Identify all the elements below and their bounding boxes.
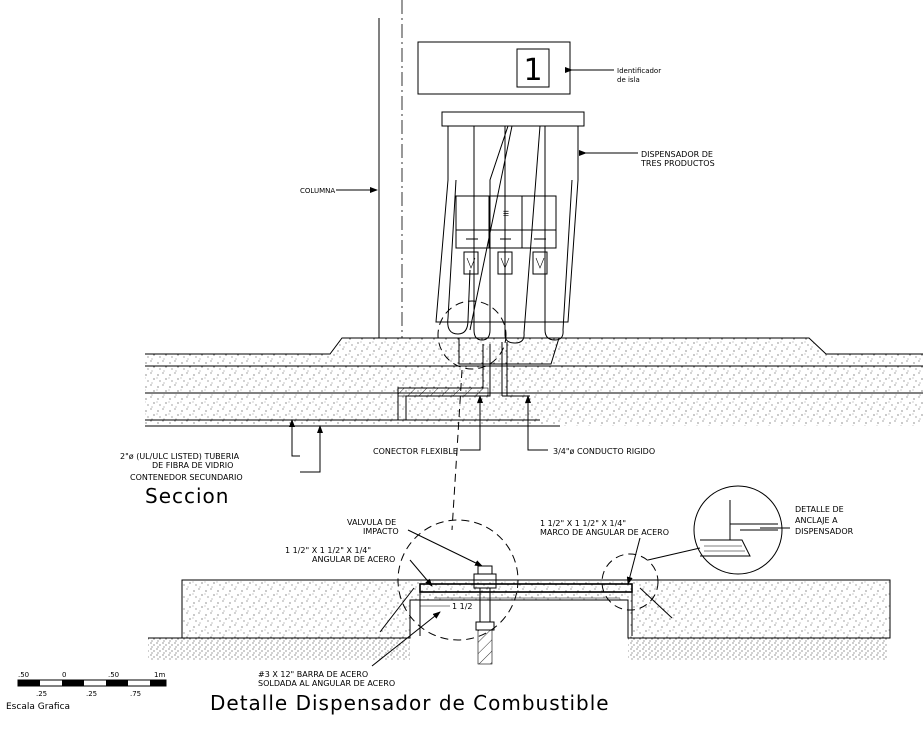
label-anclaje-2: ANCLAJE A <box>795 516 838 525</box>
label-tuberia-1: 2"ø (UL/ULC LISTED) TUBERIA <box>120 452 240 461</box>
rebar <box>639 587 673 619</box>
scale-seg <box>62 680 84 686</box>
leader <box>300 425 323 473</box>
anchor-detail-circle <box>693 485 783 575</box>
steel-frame <box>419 583 633 593</box>
scale-tick-top-3: 1m <box>154 671 165 679</box>
impact-valve <box>473 565 497 665</box>
hoses <box>447 125 573 344</box>
leader <box>289 419 300 457</box>
island-number-box <box>516 48 550 88</box>
label-barra-1: #3 X 12" BARRA DE ACERO <box>258 670 368 679</box>
scale-tick-bottom-2: .75 <box>130 690 141 698</box>
label-columna: COLUMNA <box>300 187 335 195</box>
scale-seg <box>150 680 166 686</box>
ground-fill <box>145 366 923 426</box>
label-contenedor: CONTENEDOR SECUNDARIO <box>130 473 243 482</box>
dispenser-body <box>435 179 579 323</box>
label-anclaje-3: DISPENSADOR <box>795 527 854 536</box>
section-title: Seccion <box>145 484 229 508</box>
scale-tick-bottom-0: .25 <box>36 690 47 698</box>
island-sign <box>417 41 571 95</box>
section-view: 1 ☰ <box>120 0 923 531</box>
label-anclaje-1: DETALLE DE <box>795 505 844 514</box>
panel-glyph: ☰ <box>503 210 509 218</box>
leader <box>371 611 441 667</box>
detail-view: 1 1/2 VALVULA DE IMPACTO 1 1/2" X 1 1/2"… <box>148 485 891 715</box>
label-conector: CONECTOR FLEXIBLE <box>373 447 458 456</box>
dispenser-canopy <box>441 111 585 127</box>
graphic-scale: .50 0 .50 1m .25 .25 .75 Escala Grafica <box>6 671 167 712</box>
dim-label: 1 1/2 <box>452 602 473 611</box>
label-tuberia-2: DE FIBRA DE VIDRIO <box>152 461 233 470</box>
leader <box>525 395 548 451</box>
label-identificador-1: Identificador <box>617 67 661 75</box>
scale-tick-top-0: .50 <box>18 671 29 679</box>
scale-tick-top-2: .50 <box>108 671 119 679</box>
scale-tick-top-1: 0 <box>62 671 66 679</box>
ground-right <box>628 638 888 660</box>
leader <box>626 537 641 585</box>
label-marco-2: MARCO DE ANGULAR DE ACERO <box>540 528 669 537</box>
scale-seg <box>106 680 128 686</box>
detail-circle-b <box>397 519 519 641</box>
label-identificador-2: de isla <box>617 76 640 84</box>
scale-label: Escala Grafica <box>6 702 70 712</box>
label-barra-2: SOLDADA AL ANGULAR DE ACERO <box>258 679 395 688</box>
leader <box>409 559 433 587</box>
ground-left <box>148 638 410 660</box>
label-dispensador-1: DISPENSADOR DE <box>641 150 713 159</box>
label-angular-1: 1 1/2" X 1 1/2" X 1/4" <box>285 546 371 555</box>
flex-connector <box>397 387 489 397</box>
label-dispensador-2: TRES PRODUCTOS <box>640 159 715 168</box>
label-valvula-1: VALVULA DE <box>347 518 396 527</box>
island-number: 1 <box>523 53 542 88</box>
detail-link <box>647 547 701 561</box>
leader <box>460 395 483 451</box>
scale-seg <box>18 680 40 686</box>
rebar <box>379 587 415 633</box>
detail-title: Detalle Dispensador de Combustible <box>210 691 610 715</box>
slab-fill <box>145 354 923 366</box>
projection-line <box>451 369 463 531</box>
label-angular-2: ANGULAR DE ACERO <box>312 555 395 564</box>
label-conducto: 3/4"ø CONDUCTO RIGIDO <box>553 447 655 456</box>
detail-circle-c <box>601 553 659 611</box>
anchor-detail <box>700 500 778 557</box>
label-valvula-2: IMPACTO <box>363 527 399 536</box>
leader <box>407 529 483 567</box>
scale-bar <box>17 679 167 687</box>
detail-slab-fill <box>182 580 890 638</box>
dispenser-panel <box>455 195 557 249</box>
label-marco-1: 1 1/2" X 1 1/2" X 1/4" <box>540 519 626 528</box>
island-fill <box>330 338 826 354</box>
scale-tick-bottom-1: .25 <box>86 690 97 698</box>
